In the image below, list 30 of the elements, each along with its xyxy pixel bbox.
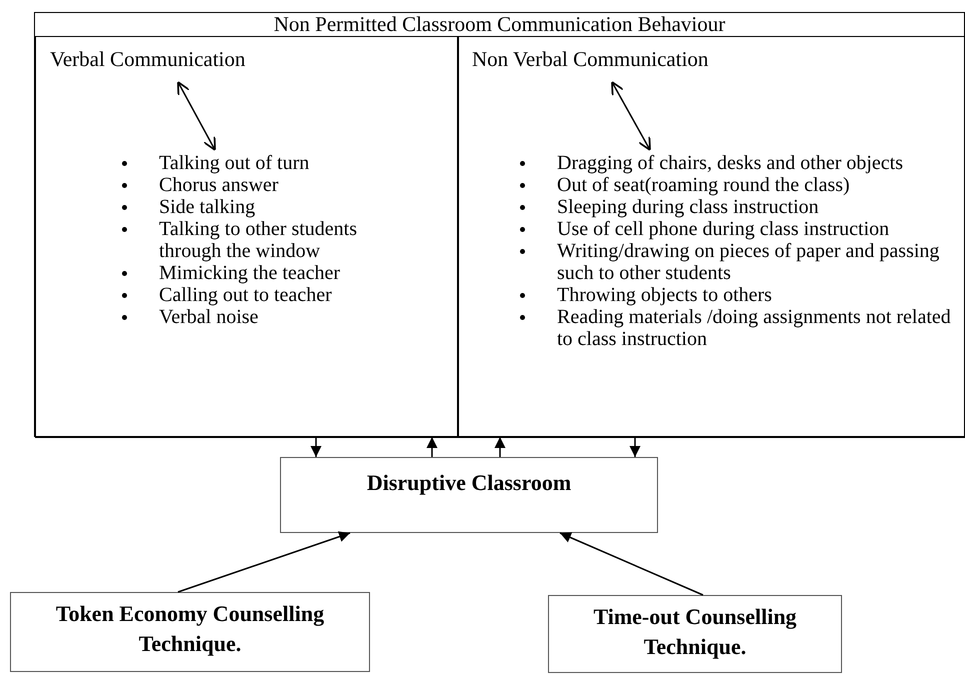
list-item: Reading materials /doing assignments not related to class instruction (557, 306, 951, 350)
list-item: Out of seat(roaming round the class) (557, 174, 850, 196)
list-item: Use of cell phone during class instruction (557, 218, 890, 240)
double-arrow (177, 81, 216, 151)
list-item: Chorus answer (159, 174, 278, 196)
process-box: Token Economy Counselling Technique. (10, 592, 370, 672)
list-item: Verbal noise (159, 306, 258, 328)
list-item: Writing/drawing on pieces of paper and passing such to other students (557, 240, 940, 284)
arrow (426, 437, 438, 457)
column-heading: Verbal Communication (50, 46, 280, 84)
column-panel (35, 36, 458, 438)
column-panel (458, 36, 965, 438)
arrow (178, 531, 350, 593)
list-item: Side talking (159, 196, 256, 218)
list-item: Mimicking the teacher (159, 262, 340, 284)
column-heading: Non Verbal Communication (472, 46, 732, 84)
list-item: Dragging of chairs, desks and other objects (557, 152, 904, 174)
arrow (494, 437, 506, 457)
arrow (310, 437, 322, 457)
list-item: Talking out of turn (159, 152, 310, 174)
process-box: Disruptive Classroom (280, 457, 658, 533)
double-arrow (611, 81, 651, 151)
list-item: Sleeping during class instruction (557, 196, 819, 218)
arrow (630, 437, 640, 457)
process-box: Time-out Counselling Technique. (548, 595, 842, 673)
panel-title: Non Permitted Classroom Communication Behaviour (274, 14, 726, 35)
arrow (560, 532, 704, 596)
list-item: Talking to other students through the window (159, 218, 358, 262)
list-item: Calling out to teacher (159, 284, 332, 306)
list-item: Throwing objects to others (557, 284, 772, 306)
